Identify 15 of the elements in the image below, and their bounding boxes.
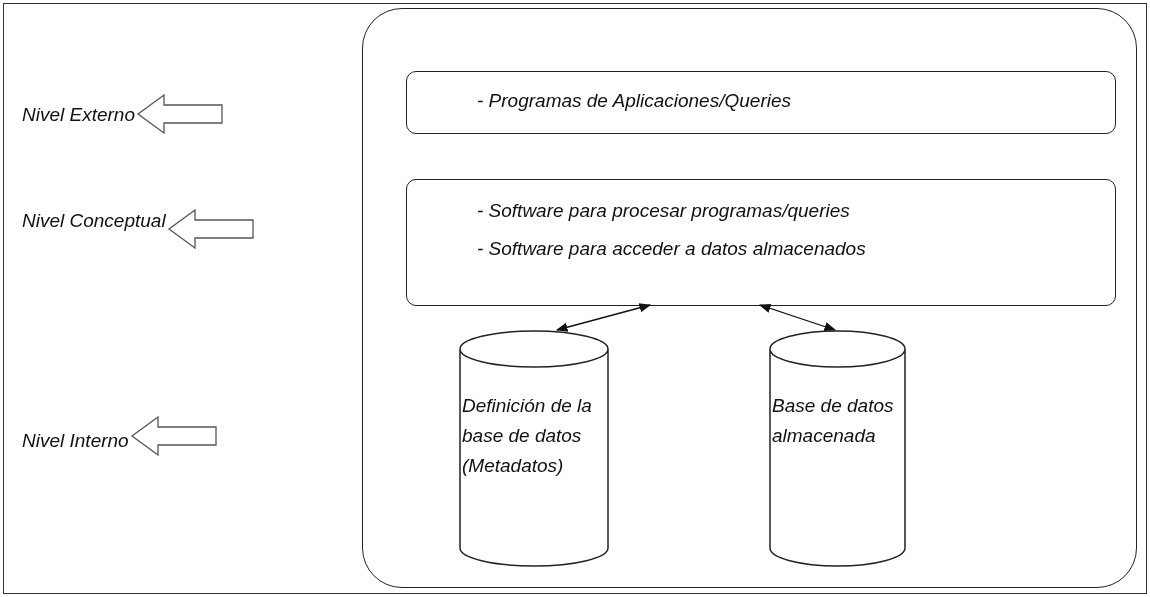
list-item: - Software para procesar programas/queries bbox=[477, 199, 851, 223]
list-item: - Software para acceder a datos almacenados bbox=[477, 237, 866, 261]
double-arrow bbox=[758, 303, 837, 332]
cylinder-label: Definición de la base de datos (Metadatos) bbox=[462, 394, 593, 478]
level-label: Nivel Interno bbox=[22, 426, 129, 456]
database-cylinder bbox=[769, 331, 906, 566]
level-label: Nivel Conceptual bbox=[22, 206, 166, 236]
level-label: Nivel Externo bbox=[22, 100, 135, 130]
double-arrow bbox=[555, 303, 652, 332]
process-box bbox=[406, 71, 1116, 134]
list-item: - Programas de Aplicaciones/Queries bbox=[477, 89, 791, 113]
process-box bbox=[406, 179, 1116, 306]
cylinder-label: Base de datos almacenada bbox=[772, 394, 895, 448]
database-cylinder bbox=[459, 331, 609, 566]
container-box bbox=[362, 8, 1137, 588]
